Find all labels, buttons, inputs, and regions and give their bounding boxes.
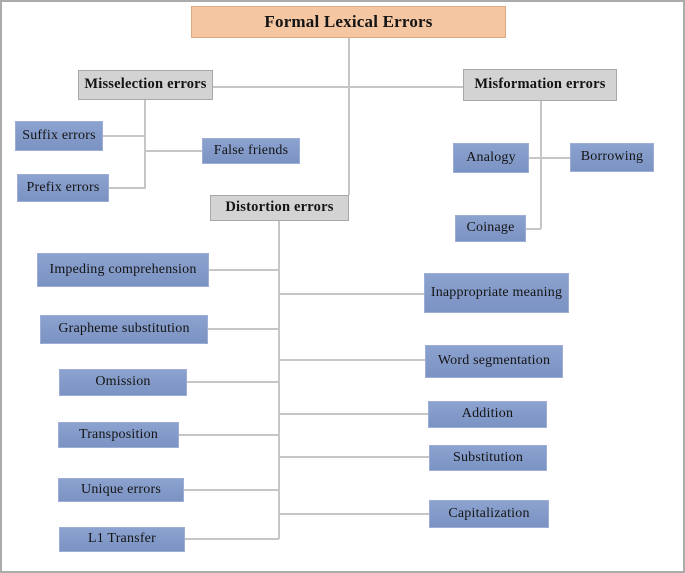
node-capitalization: Capitalization <box>429 500 549 528</box>
node-omission: Omission <box>59 369 187 396</box>
node-analogy: Analogy <box>453 143 529 173</box>
node-prefix-errors: Prefix errors <box>17 174 109 202</box>
node-coinage: Coinage <box>455 215 526 242</box>
connector-l1-transfer <box>185 538 279 540</box>
node-addition: Addition <box>428 401 547 428</box>
connector-transposition <box>179 434 279 436</box>
connector-false-friends <box>145 150 202 152</box>
connector-substitution <box>279 456 429 458</box>
node-transposition: Transposition <box>58 422 179 448</box>
connector-distortion-vertical <box>278 221 280 539</box>
node-grapheme-substitution: Grapheme substitution <box>40 315 208 344</box>
connector-word-segmentation <box>279 359 425 361</box>
node-l1-transfer: L1 Transfer <box>59 527 185 552</box>
connector-analogy-borrowing <box>529 157 570 159</box>
node-unique-errors: Unique errors <box>58 478 184 502</box>
node-borrowing: Borrowing <box>570 143 654 172</box>
connector-grapheme-substitution <box>208 328 279 330</box>
connector-addition <box>279 413 428 415</box>
connector-impeding-comprehension <box>209 269 279 271</box>
node-misformation-errors: Misformation errors <box>463 69 617 101</box>
connector-misselection-misformation <box>213 86 463 88</box>
connector-coinage <box>526 228 541 230</box>
node-formal-lexical-errors: Formal Lexical Errors <box>191 6 506 38</box>
node-inappropriate-meaning: Inappropriate meaning <box>424 273 569 313</box>
connector-inappropriate-meaning <box>279 293 424 295</box>
connector-unique-errors <box>184 489 279 491</box>
node-suffix-errors: Suffix errors <box>15 121 103 151</box>
node-substitution: Substitution <box>429 445 547 471</box>
node-impeding-comprehension: Impeding comprehension <box>37 253 209 287</box>
node-word-segmentation: Word segmentation <box>425 345 563 378</box>
connector-misformation-vertical <box>540 101 542 229</box>
connector-capitalization <box>279 513 429 515</box>
node-distortion-errors: Distortion errors <box>210 195 349 221</box>
connector-suffix <box>103 135 145 137</box>
node-misselection-errors: Misselection errors <box>78 70 213 100</box>
connector-root-vertical <box>348 38 350 195</box>
node-false-friends: False friends <box>202 138 300 164</box>
connector-prefix <box>109 187 145 189</box>
connector-omission <box>187 381 279 383</box>
connector-misselection-vertical <box>144 100 146 189</box>
